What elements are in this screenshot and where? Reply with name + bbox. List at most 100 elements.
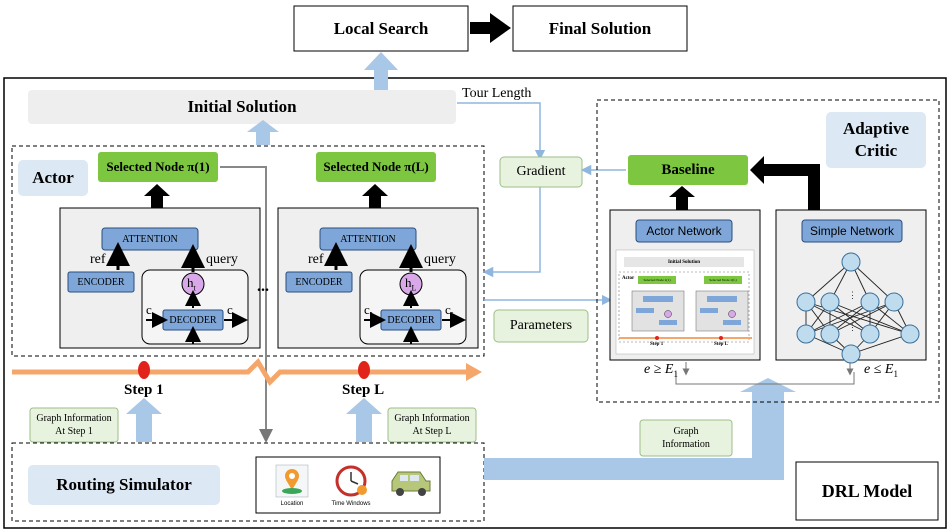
- mini-selected-1-label: Selected Node π(1): [643, 278, 671, 282]
- neural-network-graphic: ⋮⋮: [796, 252, 920, 364]
- local-search-box: [293, 5, 469, 52]
- gradient-to-actor-line: [482, 187, 541, 278]
- stepL-label: Step L: [342, 382, 385, 398]
- mini-selected-1: [638, 276, 676, 284]
- routing-simulator-title: Routing Simulator: [56, 475, 192, 494]
- up-arrow-stepL: [346, 398, 382, 442]
- critic-selection-line: [675, 372, 855, 385]
- stepL-marker: [358, 361, 370, 379]
- up-arrow-to-local-search: [364, 52, 398, 96]
- c-in-label-L: cL: [364, 302, 375, 320]
- encoder-box-L: [285, 271, 353, 293]
- graph-info-critic-box: [639, 419, 733, 457]
- drl-model-box: [795, 461, 939, 521]
- nn-edge: [829, 301, 895, 335]
- selected-node-L-label: Selected Node π(L): [323, 159, 429, 174]
- nn-edge: [850, 261, 895, 303]
- selected-node-1-label: Selected Node π(1): [106, 159, 210, 174]
- timeline: [12, 357, 468, 387]
- actor-title: Actor: [32, 168, 74, 187]
- simulator-dashed-box: [11, 442, 485, 522]
- up-arrow-to-initial-solution: [247, 120, 279, 145]
- arrow-up-baseline: [669, 186, 695, 210]
- selected-node-1-box: [98, 152, 218, 182]
- nn-node: [820, 292, 840, 312]
- nn-node: [796, 292, 816, 312]
- graph-info-step1-box: [29, 407, 119, 443]
- critic-title-bg: [826, 112, 926, 168]
- arrow-up-selected-node-L: [362, 184, 388, 210]
- critic-dashed-box: [596, 99, 940, 403]
- nn-edge: [805, 261, 852, 303]
- simple-network-label: Simple Network: [809, 224, 895, 238]
- decoder-label-1: DECODER: [169, 314, 217, 326]
- nn-edge: [805, 301, 895, 335]
- up-arrow-step1: [126, 398, 162, 442]
- nn-edge: [805, 301, 871, 335]
- mini-stepL-label: Step L: [714, 342, 729, 347]
- nn-node: [884, 292, 904, 312]
- time-icon-label: Time Windows: [331, 501, 371, 507]
- final-solution-box: [512, 5, 688, 52]
- mini-selected-L-label: Selected Node π(L): [709, 278, 737, 282]
- mini-step1-label: Step 1: [650, 342, 664, 347]
- feedback-line: [220, 166, 273, 443]
- gradient-label: Gradient: [516, 164, 566, 179]
- mini-selected-L: [704, 276, 742, 284]
- baseline-box: [628, 155, 748, 185]
- h-label-L: hL: [405, 275, 417, 293]
- location-icon-label: Location: [280, 501, 304, 507]
- initial-solution-bar: [28, 90, 456, 124]
- nn-node: [820, 324, 840, 344]
- query-label-1: query: [206, 252, 238, 267]
- nn-node: [860, 292, 880, 312]
- ref-label-L: ref: [308, 252, 324, 267]
- step1-label: Step 1: [124, 382, 164, 398]
- step1-marker: [138, 361, 150, 379]
- simple-to-baseline-arrow: [750, 156, 820, 210]
- nn-edge: [850, 333, 911, 355]
- nn-node: [860, 324, 880, 344]
- attention-label-L: ATTENTION: [340, 233, 396, 245]
- actor-title-bg: [18, 160, 88, 196]
- nn-node: [841, 252, 861, 272]
- local-search-label: Local Search: [333, 18, 429, 38]
- timeline-arrowhead: [466, 363, 482, 381]
- nn-ellipsis: ⋮: [848, 322, 857, 332]
- h-label-1: ht: [187, 275, 196, 293]
- encoder-label-1: ENCODER: [77, 276, 125, 288]
- actor-network-label-box: [635, 219, 733, 243]
- actor-network-label: Actor Network: [646, 224, 722, 238]
- encoder-label-L: ENCODER: [295, 276, 343, 288]
- query-label-L: query: [424, 252, 456, 267]
- arrow-up-selected-node-1: [144, 184, 170, 210]
- initial-solution-label: Initial Solution: [187, 97, 297, 116]
- tour-length-label: Tour Length: [462, 86, 532, 101]
- simulator-title-bg: [28, 465, 220, 505]
- baseline-label: Baseline: [661, 161, 715, 178]
- final-solution-label: Final Solution: [548, 18, 652, 38]
- local-to-final-arrow: [470, 13, 511, 43]
- step-ellipsis: ...: [257, 278, 269, 295]
- mini-initial-solution-label: Initial Solution: [667, 259, 701, 265]
- parameters-box: [493, 309, 589, 343]
- drl-model-label: DRL Model: [821, 480, 913, 501]
- encoder-box-1: [67, 271, 135, 293]
- condition-left: e ≥ E1: [644, 362, 678, 379]
- c-out-label-L: cL: [445, 302, 456, 320]
- c-in-label-1: ct: [146, 302, 155, 320]
- selected-node-L-box: [316, 152, 436, 182]
- ref-label-1: ref: [90, 252, 106, 267]
- car-icon: [391, 471, 431, 496]
- parameters-label: Parameters: [509, 318, 573, 333]
- attention-label-1: ATTENTION: [122, 233, 178, 245]
- condition-right: e ≤ E1: [864, 362, 898, 379]
- decoder-label-L: DECODER: [387, 314, 435, 326]
- mini-actor-label: Actor: [622, 276, 635, 281]
- c-out-label-1: ct: [227, 302, 236, 320]
